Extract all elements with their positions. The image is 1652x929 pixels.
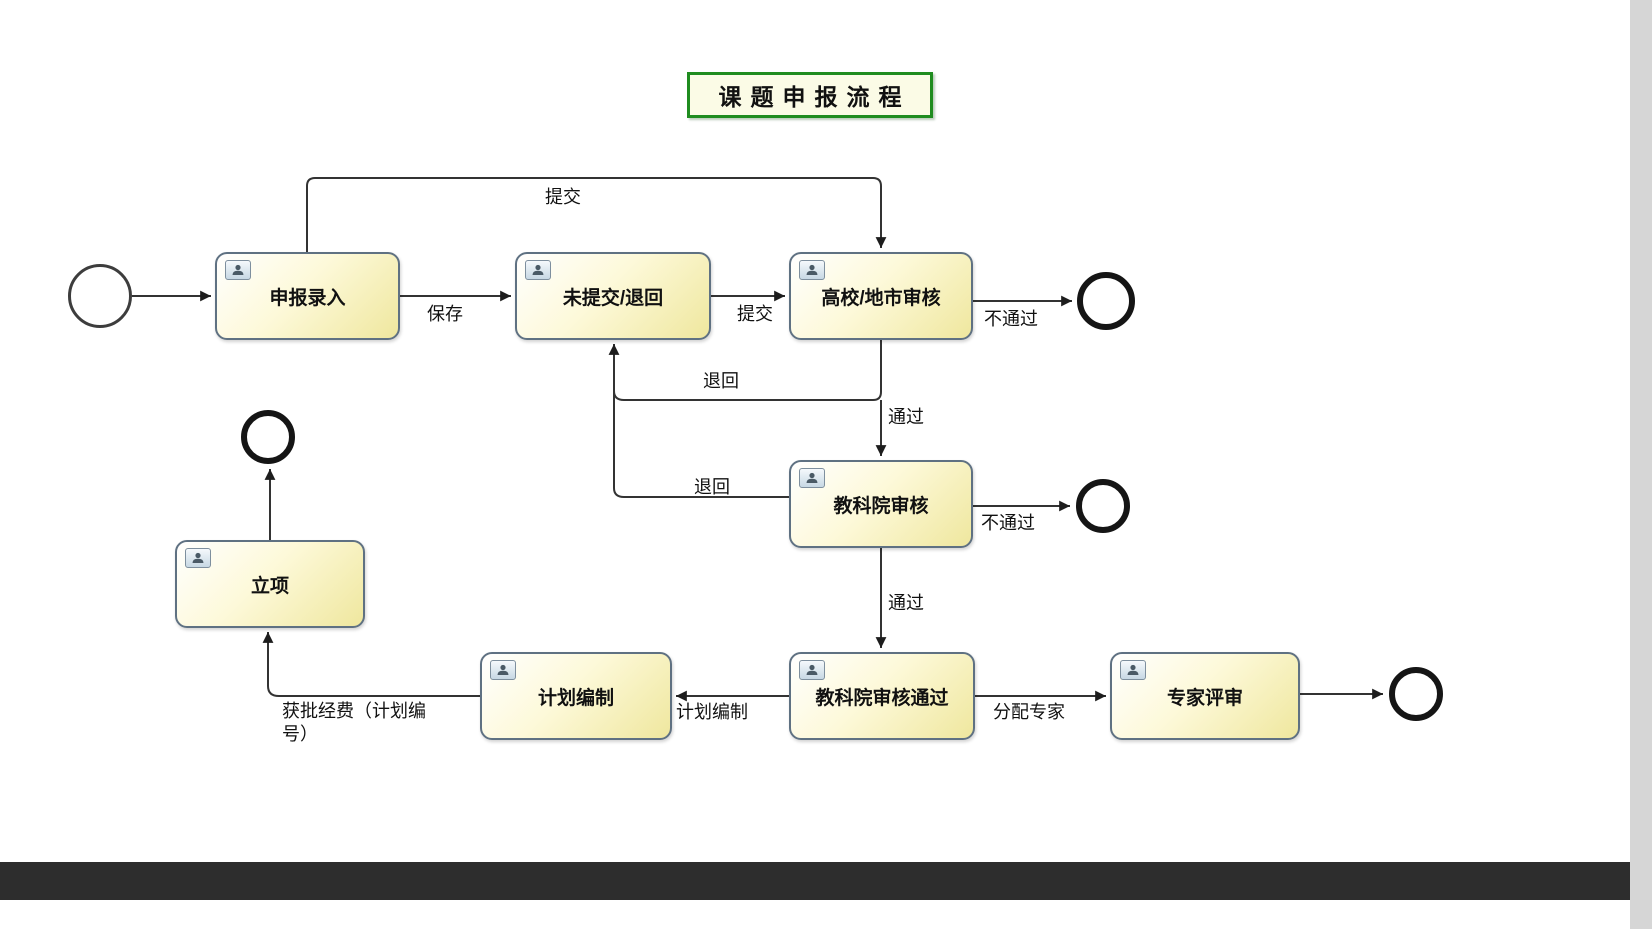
- edge-label-return-1: 退回: [703, 371, 739, 391]
- edge-label-pass-1: 通过: [888, 407, 924, 427]
- edge-label-submit-top: 提交: [545, 187, 581, 207]
- bottom-bar: [0, 862, 1630, 900]
- edge-label-assign-expert: 分配专家: [993, 702, 1065, 722]
- user-task-icon: [799, 660, 825, 680]
- window-right-strip: [1630, 0, 1652, 929]
- end-event-approval: [241, 410, 295, 464]
- user-task-icon: [525, 260, 551, 280]
- end-event-institute-reject: [1076, 479, 1130, 533]
- task-label: 立项: [250, 575, 289, 597]
- edge-label-plan-prepare: 计划编制: [676, 702, 748, 722]
- edge-label-not-pass-1: 不通过: [984, 309, 1038, 329]
- task-label: 专家评审: [1166, 687, 1243, 709]
- task-plan-preparation: 计划编制: [480, 652, 672, 740]
- task-unsubmitted-returned: 未提交/退回: [515, 252, 711, 340]
- diagram-title: 课题申报流程: [687, 72, 933, 118]
- task-label: 教科院审核通过: [815, 687, 949, 709]
- edge-label-return-2: 退回: [694, 477, 730, 497]
- end-event-expert: [1389, 667, 1443, 721]
- edge-label-pass-2: 通过: [888, 593, 924, 613]
- user-task-icon: [225, 260, 251, 280]
- task-expert-review: 专家评审: [1110, 652, 1300, 740]
- task-university-city-review: 高校/地市审核: [789, 252, 973, 340]
- task-label: 未提交/退回: [562, 287, 664, 309]
- user-task-icon: [799, 468, 825, 488]
- user-task-icon: [490, 660, 516, 680]
- user-task-icon: [1120, 660, 1146, 680]
- end-event-university-reject: [1077, 272, 1135, 330]
- task-institute-review-passed: 教科院审核通过: [789, 652, 975, 740]
- task-application-entry: 申报录入: [215, 252, 400, 340]
- edge-label-save: 保存: [427, 304, 463, 324]
- task-label: 教科院审核: [833, 495, 929, 517]
- user-task-icon: [185, 548, 211, 568]
- start-event: [68, 264, 132, 328]
- task-label: 申报录入: [269, 287, 346, 309]
- edge-label-not-pass-2: 不通过: [981, 513, 1035, 533]
- task-label: 计划编制: [537, 687, 614, 709]
- task-label: 高校/地市审核: [821, 287, 941, 309]
- edge-label-approved-funding: 获批经费（计划编号）: [282, 701, 426, 745]
- task-institute-review: 教科院审核: [789, 460, 973, 548]
- user-task-icon: [799, 260, 825, 280]
- task-project-approval: 立项: [175, 540, 365, 628]
- edge-label-submit: 提交: [737, 304, 773, 324]
